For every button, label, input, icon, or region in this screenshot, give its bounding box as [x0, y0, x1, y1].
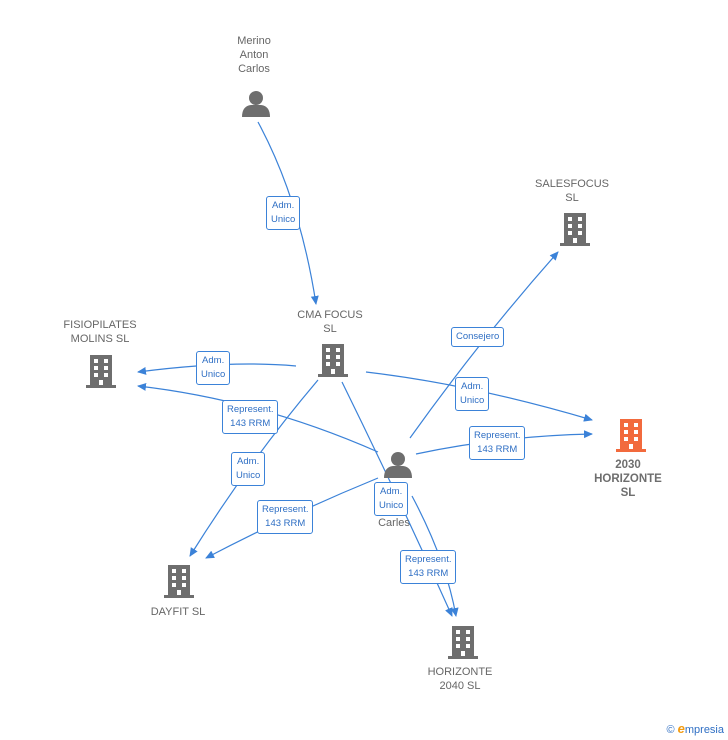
edge-label-carles-h2040-adm: Adm. Unico — [374, 482, 409, 516]
building-icon — [318, 344, 348, 377]
brand-name: mpresia — [684, 724, 724, 736]
person-icon — [384, 452, 412, 478]
edge-label-carles-dayfit: Represent. 143 RRM — [257, 500, 314, 534]
node-label-horizonte-2040[interactable]: HORIZONTE 2040 SL — [427, 666, 493, 692]
edge-label-cma-main: Adm. Unico — [455, 377, 490, 411]
edge-label-carles-fisiopilates: Represent. 143 RRM — [222, 400, 279, 434]
empresia-logo: © empresia — [666, 721, 724, 736]
building-icon — [448, 626, 478, 659]
edge-label-carles-main: Represent. 143 RRM — [469, 426, 526, 460]
edge-label-cma-fisiopilates: Adm. Unico — [196, 351, 231, 385]
node-label-salesfocus[interactable]: SALESFOCUS SL — [535, 178, 609, 204]
node-label-cma-focus[interactable]: CMA FOCUS SL — [297, 309, 363, 335]
building-icon — [560, 213, 590, 246]
person-icon — [242, 91, 270, 117]
building-icon — [164, 565, 194, 598]
copyright-symbol: © — [666, 724, 675, 736]
edge-label-cma-dayfit: Adm. Unico — [231, 452, 266, 486]
node-label-2030-horizonte[interactable]: 2030 HORIZONTE SL — [594, 459, 662, 499]
edge-label-carles-salesfocus: Consejero — [451, 327, 505, 347]
node-label-fisiopilates[interactable]: FISIOPILATES MOLINS SL — [63, 319, 137, 345]
node-label-carles[interactable]: Carles — [378, 517, 410, 529]
brand-e: e — [677, 721, 685, 736]
node-label-dayfit[interactable]: DAYFIT SL — [150, 606, 206, 618]
building-icon-main — [616, 419, 646, 452]
node-label-merino[interactable]: Merino Anton Carlos — [237, 35, 271, 75]
edge-label-merino-cma: Adm. Unico — [266, 196, 301, 230]
edge-label-carles-h2040-rep: Represent. 143 RRM — [400, 550, 457, 584]
building-icon — [86, 355, 116, 388]
